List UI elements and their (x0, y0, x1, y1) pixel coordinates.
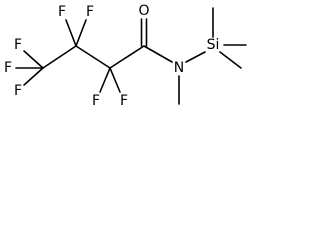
bond-c3-c4 (109, 45, 145, 69)
bond-c3-f-right (109, 67, 121, 93)
atom-nitrogen: N (174, 60, 184, 76)
atom-f-cf3-upper: F (14, 37, 22, 53)
bond-si-methyl-lower (219, 51, 242, 69)
molecule-structure: F F F F F F F O N Si (4, 3, 247, 109)
bond-c2-f-left (65, 19, 77, 47)
atom-f-c2-left: F (58, 4, 66, 20)
atom-f-cf3-lower: F (14, 83, 22, 99)
bonds (15, 7, 247, 105)
bond-c3-f-left (99, 67, 111, 93)
atom-silicon: Si (207, 37, 220, 53)
bond-c2-c3 (75, 45, 111, 69)
bond-c1-f-upper (23, 50, 44, 69)
bond-c4-n (143, 45, 173, 63)
atom-f-c3-right: F (120, 93, 128, 109)
bond-c2-f-right (75, 19, 87, 47)
atom-labels: F F F F F F F O N Si (4, 3, 219, 109)
atom-f-c3-left: F (92, 93, 100, 109)
atom-f-cf3-left: F (4, 60, 12, 76)
atom-oxygen: O (138, 3, 149, 19)
atom-f-c2-right: F (86, 4, 94, 20)
bond-c1-c2 (42, 45, 77, 69)
bond-c1-f-lower (23, 67, 44, 86)
bond-n-si (185, 51, 206, 63)
